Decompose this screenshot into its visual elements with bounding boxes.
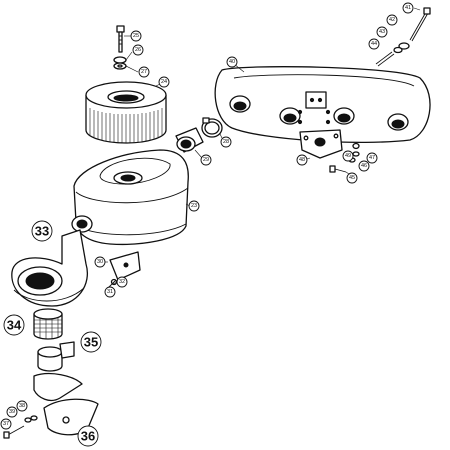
bolt-part bbox=[116, 25, 125, 53]
callout-label: 31 bbox=[107, 289, 113, 295]
callout-30: 30 bbox=[94, 256, 106, 268]
callout-45: 45 bbox=[346, 172, 358, 184]
highlight-number: 36 bbox=[81, 429, 95, 444]
callout-29: 29 bbox=[200, 154, 212, 166]
callout-37: 37 bbox=[0, 418, 12, 430]
manifold-plate-part bbox=[214, 66, 431, 143]
callout-label: 23 bbox=[191, 203, 197, 209]
callout-43: 43 bbox=[376, 26, 388, 38]
callout-label: 30 bbox=[97, 259, 103, 265]
callout-label: 26 bbox=[135, 47, 141, 53]
callout-label: 41 bbox=[405, 5, 411, 11]
callout-26: 26 bbox=[132, 44, 144, 56]
highlight-label-34: 34 bbox=[3, 314, 25, 336]
callout-44: 44 bbox=[368, 38, 380, 50]
callout-label: 37 bbox=[3, 421, 9, 427]
callout-label: 24 bbox=[161, 79, 167, 85]
bottom-bolts-part bbox=[3, 415, 38, 439]
callout-label: 38 bbox=[19, 403, 25, 409]
callout-27: 27 bbox=[138, 66, 150, 78]
callout-label: 44 bbox=[371, 41, 377, 47]
callout-label: 45 bbox=[349, 175, 355, 181]
callout-40: 40 bbox=[226, 56, 238, 68]
callout-label: 32 bbox=[119, 279, 125, 285]
callout-label: 43 bbox=[379, 29, 385, 35]
leader-lines bbox=[104, 7, 421, 291]
top-right-bolt-part bbox=[375, 7, 431, 67]
intake-hose-part bbox=[175, 127, 204, 153]
hose-clamp-part bbox=[201, 117, 223, 138]
highlight-number: 34 bbox=[7, 318, 22, 333]
mounting-bracket-part bbox=[107, 251, 141, 289]
callout-label: 28 bbox=[223, 139, 229, 145]
callout-28: 28 bbox=[220, 136, 232, 148]
callout-38: 38 bbox=[16, 400, 28, 412]
callout-41: 41 bbox=[402, 2, 414, 14]
callout-label: 39 bbox=[9, 409, 15, 415]
callout-label: 46 bbox=[361, 163, 367, 169]
callout-48: 48 bbox=[296, 154, 308, 166]
highlight-label-36: 36 bbox=[77, 425, 99, 447]
callout-label: 25 bbox=[133, 33, 139, 39]
highlight-number: 33 bbox=[35, 224, 49, 239]
callout-49: 49 bbox=[342, 150, 354, 162]
callout-label: 47 bbox=[369, 155, 375, 161]
connector-part bbox=[37, 341, 75, 372]
callout-label: 29 bbox=[203, 157, 209, 163]
adapter-part bbox=[11, 229, 88, 307]
air-filter-element bbox=[85, 81, 167, 144]
callout-23: 23 bbox=[188, 200, 200, 212]
callout-32: 32 bbox=[116, 276, 128, 288]
callout-42: 42 bbox=[386, 14, 398, 26]
air-cleaner-housing bbox=[71, 149, 189, 246]
callout-label: 42 bbox=[389, 17, 395, 23]
callout-label: 40 bbox=[229, 59, 235, 65]
mesh-element-part bbox=[33, 308, 63, 340]
highlight-label-35: 35 bbox=[80, 331, 102, 353]
highlight-label-33: 33 bbox=[31, 220, 53, 242]
callout-24: 24 bbox=[158, 76, 170, 88]
callout-label: 49 bbox=[345, 153, 351, 159]
callout-39: 39 bbox=[6, 406, 18, 418]
callout-47: 47 bbox=[366, 152, 378, 164]
washer-part bbox=[113, 56, 127, 70]
callout-46: 46 bbox=[358, 160, 370, 172]
callout-25: 25 bbox=[130, 30, 142, 42]
callout-31: 31 bbox=[104, 286, 116, 298]
highlight-number: 35 bbox=[84, 335, 98, 350]
gasket-plate-part bbox=[299, 129, 343, 159]
callout-label: 48 bbox=[299, 157, 305, 163]
callout-label: 27 bbox=[141, 69, 147, 75]
